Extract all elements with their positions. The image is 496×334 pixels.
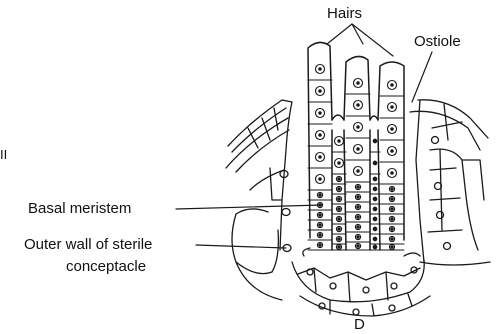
ostiole-label: Ostiole bbox=[414, 33, 461, 50]
nucleus-dot bbox=[391, 84, 393, 86]
nucleus-dot bbox=[374, 246, 376, 248]
hairs-label: Hairs bbox=[327, 5, 362, 22]
nucleus-dot bbox=[338, 178, 340, 180]
nucleus-dot bbox=[391, 188, 393, 190]
nucleus-dot bbox=[357, 216, 359, 218]
nucleus-dot bbox=[374, 178, 376, 180]
outer-wall-label-line1: Outer wall of sterile bbox=[24, 236, 152, 253]
nucleus-dot bbox=[374, 188, 376, 190]
nucleus-dot bbox=[391, 228, 393, 230]
nucleus-dot bbox=[391, 128, 393, 130]
nucleus-dot bbox=[391, 246, 393, 248]
nucleus-dot bbox=[319, 68, 321, 70]
nucleus-dot bbox=[391, 172, 393, 174]
nucleus-dot bbox=[338, 238, 340, 240]
nucleus-dot bbox=[338, 162, 340, 164]
nucleus-dot bbox=[357, 148, 359, 150]
hairs-leader-1 bbox=[327, 24, 352, 44]
nucleus-dot bbox=[357, 196, 359, 198]
nucleus-dot bbox=[319, 90, 321, 92]
nucleus-dot bbox=[357, 104, 359, 106]
outer-wall-leader bbox=[196, 245, 286, 248]
nucleus-dot bbox=[357, 236, 359, 238]
nucleus-dot bbox=[374, 238, 376, 240]
nucleus-dot bbox=[319, 156, 321, 158]
right-wall-tissue bbox=[410, 100, 490, 265]
left-wall-tissue bbox=[226, 100, 292, 300]
ostiole-leader bbox=[412, 52, 432, 102]
nucleus-dot bbox=[357, 206, 359, 208]
nucleus-dot bbox=[357, 126, 359, 128]
nucleus-dot bbox=[374, 228, 376, 230]
nucleus-dot bbox=[338, 140, 340, 142]
hair-cells bbox=[308, 65, 404, 251]
basal-meristem-label: Basal meristem bbox=[28, 200, 131, 217]
nucleus-dot bbox=[374, 218, 376, 220]
nucleus-dot bbox=[357, 245, 359, 247]
nucleus-dot bbox=[338, 218, 340, 220]
nucleus-dot bbox=[319, 194, 321, 196]
nucleus-dot bbox=[357, 186, 359, 188]
nucleus-dot bbox=[338, 246, 340, 248]
nucleus-dot bbox=[319, 134, 321, 136]
nucleus-dot bbox=[319, 214, 321, 216]
nucleus-dot bbox=[319, 204, 321, 206]
nucleus-dot bbox=[319, 178, 321, 180]
nucleus-dot bbox=[338, 198, 340, 200]
hairs-leader-3 bbox=[352, 24, 393, 56]
nucleus-dot bbox=[357, 226, 359, 228]
outer-wall-label-line2: conceptacle bbox=[66, 258, 146, 275]
basal-rim-cells bbox=[292, 248, 430, 316]
nucleus-dot bbox=[391, 150, 393, 152]
nucleus-dot bbox=[391, 238, 393, 240]
nucleus-dot bbox=[338, 188, 340, 190]
nucleus-dot bbox=[319, 234, 321, 236]
nucleus-dot bbox=[338, 228, 340, 230]
nucleus-dot bbox=[391, 198, 393, 200]
nucleus-dot bbox=[357, 82, 359, 84]
nucleus-dot bbox=[391, 106, 393, 108]
nucleus-dot bbox=[319, 244, 321, 246]
nucleus-dot bbox=[374, 198, 376, 200]
nucleus-dot bbox=[319, 112, 321, 114]
nucleus-dot bbox=[374, 140, 376, 142]
nucleus-dot bbox=[374, 162, 376, 164]
nucleus-dot bbox=[338, 208, 340, 210]
basal-meristem-leader bbox=[176, 205, 322, 209]
nucleus-dot bbox=[374, 208, 376, 210]
nucleus-dot bbox=[391, 208, 393, 210]
nucleus-dot bbox=[391, 218, 393, 220]
hairs-leader-2 bbox=[352, 24, 363, 44]
nucleus-dot bbox=[357, 170, 359, 172]
nucleus-dot bbox=[319, 224, 321, 226]
panel-label: D bbox=[354, 316, 365, 333]
side-mark-label: II bbox=[0, 146, 7, 163]
